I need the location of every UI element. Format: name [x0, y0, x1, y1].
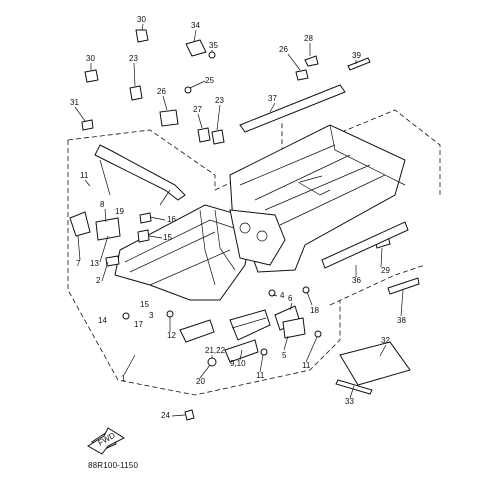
callout-23a: 23	[129, 54, 138, 63]
callout-11b: 11	[256, 371, 265, 380]
callout-35: 35	[209, 41, 218, 50]
callout-36: 36	[352, 276, 361, 285]
callout-11c: 11	[302, 361, 311, 370]
callout-1: 1	[121, 374, 126, 383]
callout-33: 33	[345, 397, 354, 406]
callout-2: 2	[96, 276, 101, 285]
callout-19: 19	[115, 207, 124, 216]
callout-28: 28	[304, 34, 313, 43]
callout-16: 16	[167, 215, 176, 224]
callout-24: 24	[161, 411, 170, 420]
reference-code: 88R100-1150	[88, 461, 139, 470]
callout-30a: 30	[137, 15, 146, 24]
callout-30b: 30	[86, 54, 95, 63]
callout-12: 12	[167, 331, 176, 340]
callout-20: 20	[196, 377, 205, 386]
callout-7: 7	[76, 259, 81, 268]
callout-34: 34	[191, 21, 200, 30]
callout-11a: 11	[80, 171, 89, 180]
callout-39: 39	[352, 51, 361, 60]
callout-15b: 15	[140, 300, 149, 309]
callout-15a: 15	[163, 233, 172, 242]
leader-lines	[74, 23, 404, 417]
callout-18: 18	[310, 306, 319, 315]
callout-29: 29	[381, 266, 390, 275]
callout-3: 3	[149, 311, 154, 320]
callout-6: 6	[288, 294, 293, 303]
callout-26b: 26	[157, 87, 166, 96]
callout-labels: 30 34 35 28 39 30 23 25 26 26 37 31 27 2…	[70, 15, 406, 420]
callout-31: 31	[70, 98, 79, 107]
callout-23b: 23	[215, 96, 224, 105]
callout-4: 4	[280, 291, 285, 300]
main-frame	[94, 124, 406, 343]
callout-25: 25	[205, 76, 214, 85]
callout-9-10: 9,10	[230, 359, 246, 368]
callout-14: 14	[98, 316, 107, 325]
callout-38: 38	[397, 316, 406, 325]
callout-13: 13	[90, 259, 99, 268]
callout-32: 32	[381, 336, 390, 345]
callout-21-22: 21,22	[205, 346, 226, 355]
callout-5: 5	[282, 351, 287, 360]
callout-8: 8	[100, 200, 105, 209]
callout-27: 27	[193, 105, 202, 114]
callout-37: 37	[268, 94, 277, 103]
callout-26a: 26	[279, 45, 288, 54]
callout-17: 17	[134, 320, 143, 329]
